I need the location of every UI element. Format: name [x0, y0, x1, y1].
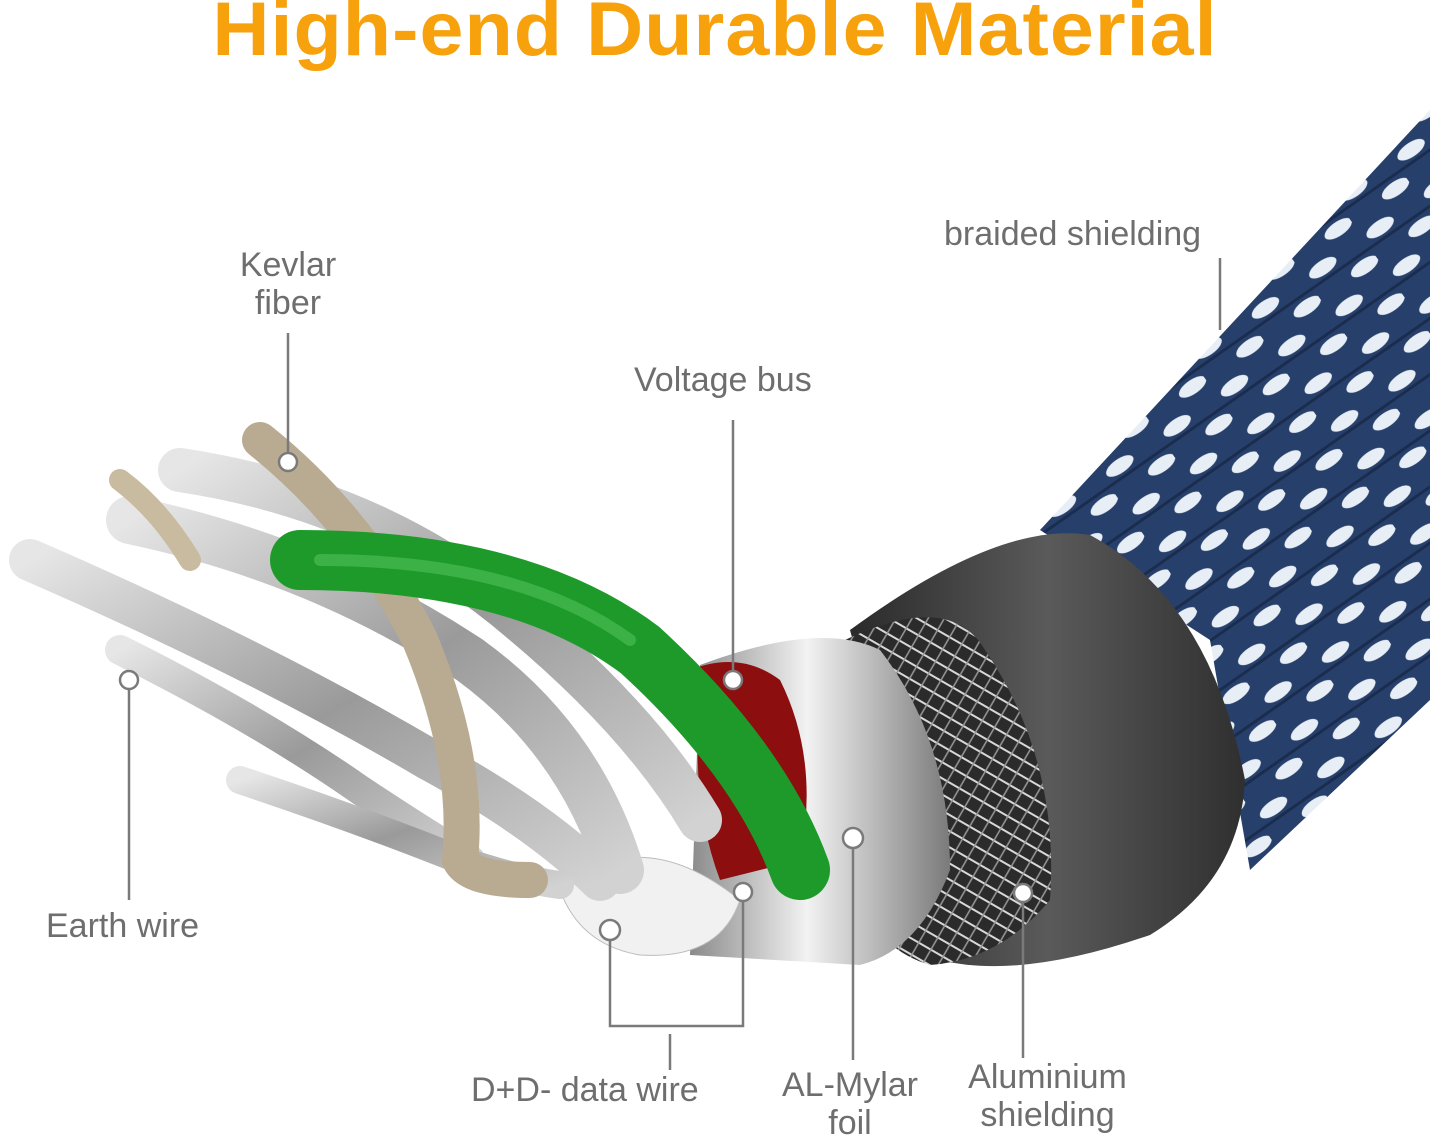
aluminium-shielding-label: Aluminium shielding: [968, 1058, 1127, 1134]
kevlar-fiber: [242, 422, 548, 898]
braided-sleeve: [1040, 110, 1430, 870]
data-wire-label: D+D- data wire: [471, 1071, 699, 1109]
braided-shielding-label: braided shielding: [944, 215, 1202, 253]
leader-lines: [127, 258, 1222, 1070]
earth-wire-label: Earth wire: [46, 907, 200, 945]
page-title: High-end Durable Material: [212, 0, 1218, 72]
kevlar-fiber-label: Kevlar fiber: [239, 246, 337, 322]
voltage-bus-label: Voltage bus: [634, 361, 812, 399]
callout-dots: [118, 451, 1034, 942]
mylar-foil-label: AL-Mylar foil: [781, 1066, 919, 1142]
